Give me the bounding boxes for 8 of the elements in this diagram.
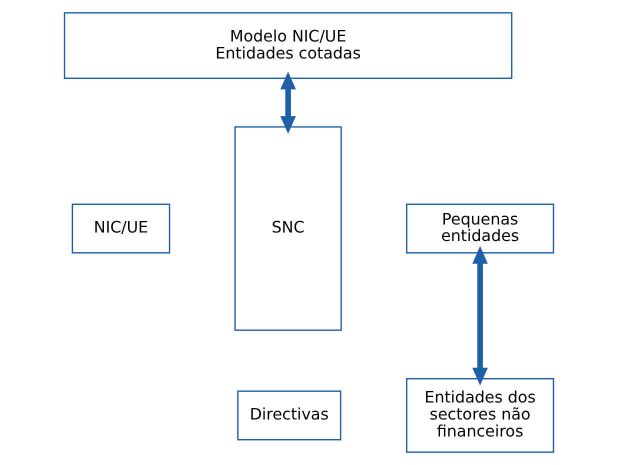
node-box: SNC	[234, 126, 342, 331]
node-box: NIC/UE	[72, 204, 170, 254]
node-box: Modelo NIC/UE Entidades cotadas	[64, 12, 512, 80]
arrow	[280, 72, 296, 134]
node-box: Directivas	[237, 390, 342, 440]
node-box: Pequenas entidades	[406, 204, 554, 254]
arrow	[472, 246, 488, 386]
node-box: Entidades dos sectores não financeiros	[406, 378, 554, 453]
